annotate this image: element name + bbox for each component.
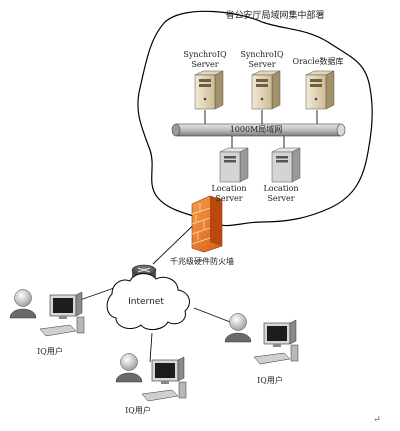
bottom-user-computer-icon — [141, 356, 187, 402]
oracle-database-label: Oracle数据库 — [292, 57, 344, 66]
internet-cloud-icon — [106, 273, 190, 330]
left-user-label: IQ用户 — [37, 347, 63, 356]
location-server-2-label: Location Server — [256, 184, 306, 204]
right-user-label: IQ用户 — [257, 376, 283, 385]
server-2-label-line2: Server — [248, 60, 276, 69]
server-1-label-line2: Server — [191, 60, 219, 69]
location-server-2-label-line2: Server — [267, 194, 295, 203]
location-server-2-icon — [271, 147, 301, 183]
bottom-user-avatar-icon — [115, 353, 143, 383]
lan-backbone — [171, 123, 346, 137]
server-1-label-line1: SynchroIQ — [183, 50, 227, 59]
location-server-2-label-line1: Location — [263, 184, 299, 193]
oracle-database-server-icon — [305, 70, 335, 110]
left-user-computer-icon — [39, 291, 85, 337]
bottom-user-label: IQ用户 — [125, 406, 151, 415]
right-user-avatar-icon — [224, 313, 252, 343]
location-server-1-label-line2: Server — [215, 194, 243, 203]
server-2-label: SynchroIQ Server — [237, 50, 287, 70]
synchroiq-server-1-icon — [194, 70, 224, 110]
location-server-1-label: Location Server — [204, 184, 254, 204]
server-1-label: SynchroIQ Server — [180, 50, 230, 70]
right-user-computer-icon — [253, 319, 299, 365]
lan-label: 1000M局域网 — [229, 125, 283, 134]
synchroiq-server-2-icon — [251, 70, 281, 110]
location-server-1-label-line1: Location — [211, 184, 247, 193]
location-server-1-icon — [219, 147, 249, 183]
firewall-icon — [191, 195, 223, 253]
return-mark: ↵ — [373, 415, 381, 425]
lan-boundary — [137, 10, 373, 227]
internet-label: Internet — [128, 297, 164, 307]
firewall-label: 千兆级硬件防火墙 — [170, 257, 234, 266]
server-2-label-line1: SynchroIQ — [240, 50, 284, 59]
left-user-avatar-icon — [9, 289, 37, 319]
diagram-title: 省公安厅局域网集中部署 — [225, 11, 325, 21]
